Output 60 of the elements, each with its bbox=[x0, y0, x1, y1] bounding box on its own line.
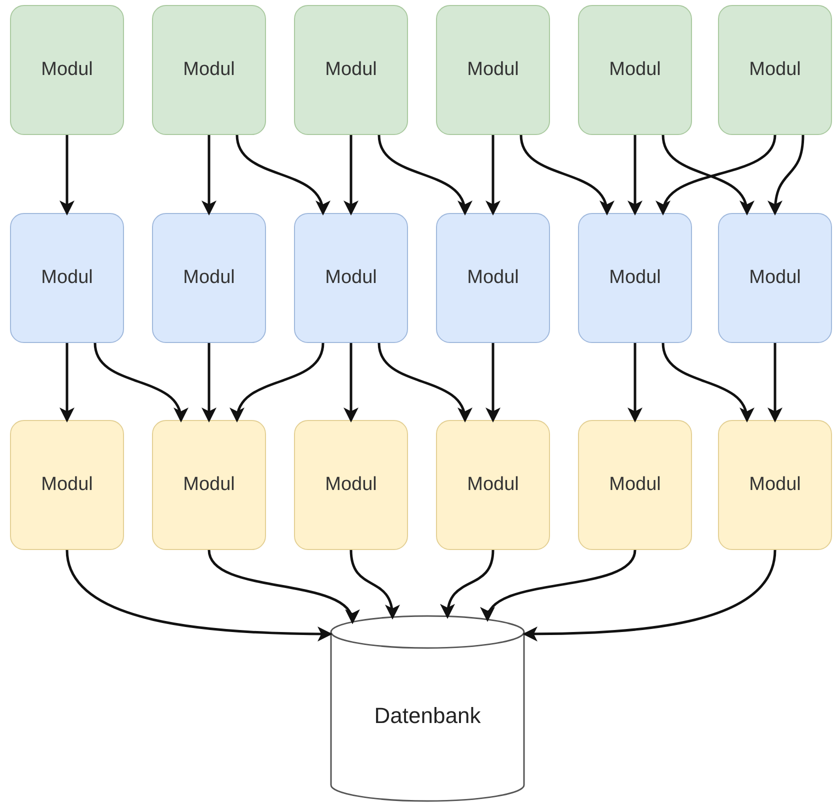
arrow bbox=[662, 342, 752, 422]
module-label: Modul bbox=[749, 267, 801, 289]
arrow bbox=[202, 135, 216, 216]
arrow bbox=[486, 343, 500, 422]
arrow bbox=[350, 550, 399, 620]
module-box bbox=[152, 213, 266, 343]
module-label: Modul bbox=[325, 59, 377, 81]
module-box bbox=[718, 213, 832, 343]
arrow bbox=[441, 550, 494, 619]
module-label: Modul bbox=[183, 59, 235, 81]
module-box bbox=[578, 5, 692, 135]
arrow bbox=[236, 134, 328, 216]
arrow bbox=[60, 343, 74, 422]
arrow bbox=[232, 342, 324, 422]
arrow bbox=[662, 134, 752, 216]
module-label: Modul bbox=[467, 267, 519, 289]
database-label: Datenbank bbox=[373, 703, 482, 729]
arrow bbox=[378, 134, 470, 216]
arrow bbox=[378, 342, 470, 422]
arrow bbox=[486, 135, 500, 216]
module-box bbox=[578, 420, 692, 550]
arrow bbox=[344, 343, 358, 422]
module-box bbox=[10, 420, 124, 550]
module-label: Modul bbox=[467, 59, 519, 81]
module-label: Modul bbox=[749, 59, 801, 81]
arrow bbox=[628, 343, 642, 422]
arrow bbox=[202, 343, 216, 422]
module-label: Modul bbox=[609, 474, 661, 496]
module-box bbox=[718, 5, 832, 135]
module-label: Modul bbox=[183, 474, 235, 496]
module-label: Modul bbox=[467, 474, 519, 496]
module-label: Modul bbox=[609, 267, 661, 289]
module-label: Modul bbox=[183, 267, 235, 289]
module-box bbox=[294, 420, 408, 550]
module-label: Modul bbox=[609, 59, 661, 81]
arrow bbox=[768, 134, 804, 216]
module-box bbox=[294, 213, 408, 343]
module-box bbox=[10, 213, 124, 343]
arrow bbox=[94, 342, 186, 422]
module-label: Modul bbox=[41, 474, 93, 496]
module-box bbox=[436, 213, 550, 343]
module-box bbox=[152, 420, 266, 550]
arrow bbox=[658, 134, 776, 216]
module-box bbox=[436, 420, 550, 550]
module-label: Modul bbox=[749, 474, 801, 496]
module-box bbox=[152, 5, 266, 135]
module-label: Modul bbox=[325, 267, 377, 289]
arrow bbox=[344, 135, 358, 216]
module-label: Modul bbox=[41, 59, 93, 81]
module-box bbox=[718, 420, 832, 550]
module-box bbox=[578, 213, 692, 343]
arrow bbox=[60, 135, 74, 216]
arrow bbox=[768, 343, 782, 422]
module-box bbox=[436, 5, 550, 135]
module-box bbox=[294, 5, 408, 135]
module-label: Modul bbox=[41, 267, 93, 289]
module-box bbox=[10, 5, 124, 135]
arrow bbox=[628, 135, 642, 216]
module-label: Modul bbox=[325, 474, 377, 496]
arrow bbox=[520, 134, 612, 216]
